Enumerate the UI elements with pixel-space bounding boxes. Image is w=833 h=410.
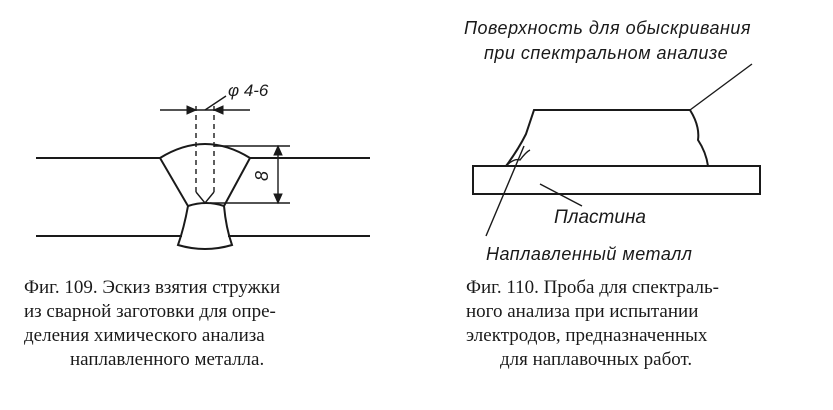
diameter-label: φ 4-6 xyxy=(228,81,269,100)
fig110-caption-line-2: ного анализа при испытании xyxy=(466,301,699,322)
fig110-caption-line-3: электродов, предназначенных xyxy=(466,325,708,346)
fig109-caption-line-1: Фиг. 109. Эскиз взятия стружки xyxy=(24,277,281,298)
weld-bead-outline xyxy=(158,143,252,250)
plate-label: Пластина xyxy=(554,207,646,228)
drill-hole-tip xyxy=(195,191,215,205)
fig109-caption: Фиг. 109. Эскиз взятия стружки из сварно… xyxy=(24,276,384,372)
plate-leader xyxy=(539,183,583,207)
surface-label-line-1: Поверхность для обыскривания xyxy=(464,18,751,38)
deposit-label: Наплавленный металл xyxy=(486,244,692,264)
fig110-caption-line-4: для наплавочных работ. xyxy=(500,349,693,370)
fig110-drawing xyxy=(472,63,761,237)
fig109-drawing xyxy=(36,95,370,250)
plate-rect xyxy=(472,165,761,195)
fig109-caption-line-3: деления химического анализа xyxy=(24,325,265,346)
diameter-arrow-right xyxy=(212,105,224,115)
depth-arrow-bottom xyxy=(273,193,283,205)
surface-label-line-2: при спектральном анализе xyxy=(484,43,728,63)
fig109-caption-line-2: из сварной заготовки для опре- xyxy=(24,301,276,322)
surface-leader xyxy=(689,63,753,111)
depth-arrow-top xyxy=(273,144,283,156)
fig109-caption-line-4: наплавленного металла. xyxy=(70,349,265,370)
diameter-leader xyxy=(204,95,227,111)
deposited-metal-outline xyxy=(505,109,709,167)
diameter-arrow-left xyxy=(186,105,198,115)
depth-label: 8 xyxy=(252,171,272,181)
fig110-caption-line-1: Фиг. 110. Проба для спектраль- xyxy=(466,277,719,298)
weld-root-line xyxy=(187,202,225,207)
deposit-leader xyxy=(485,145,525,237)
deposited-metal-roughness xyxy=(505,149,531,167)
fig110-caption: Фиг. 110. Проба для спектраль- ного анал… xyxy=(466,276,826,372)
